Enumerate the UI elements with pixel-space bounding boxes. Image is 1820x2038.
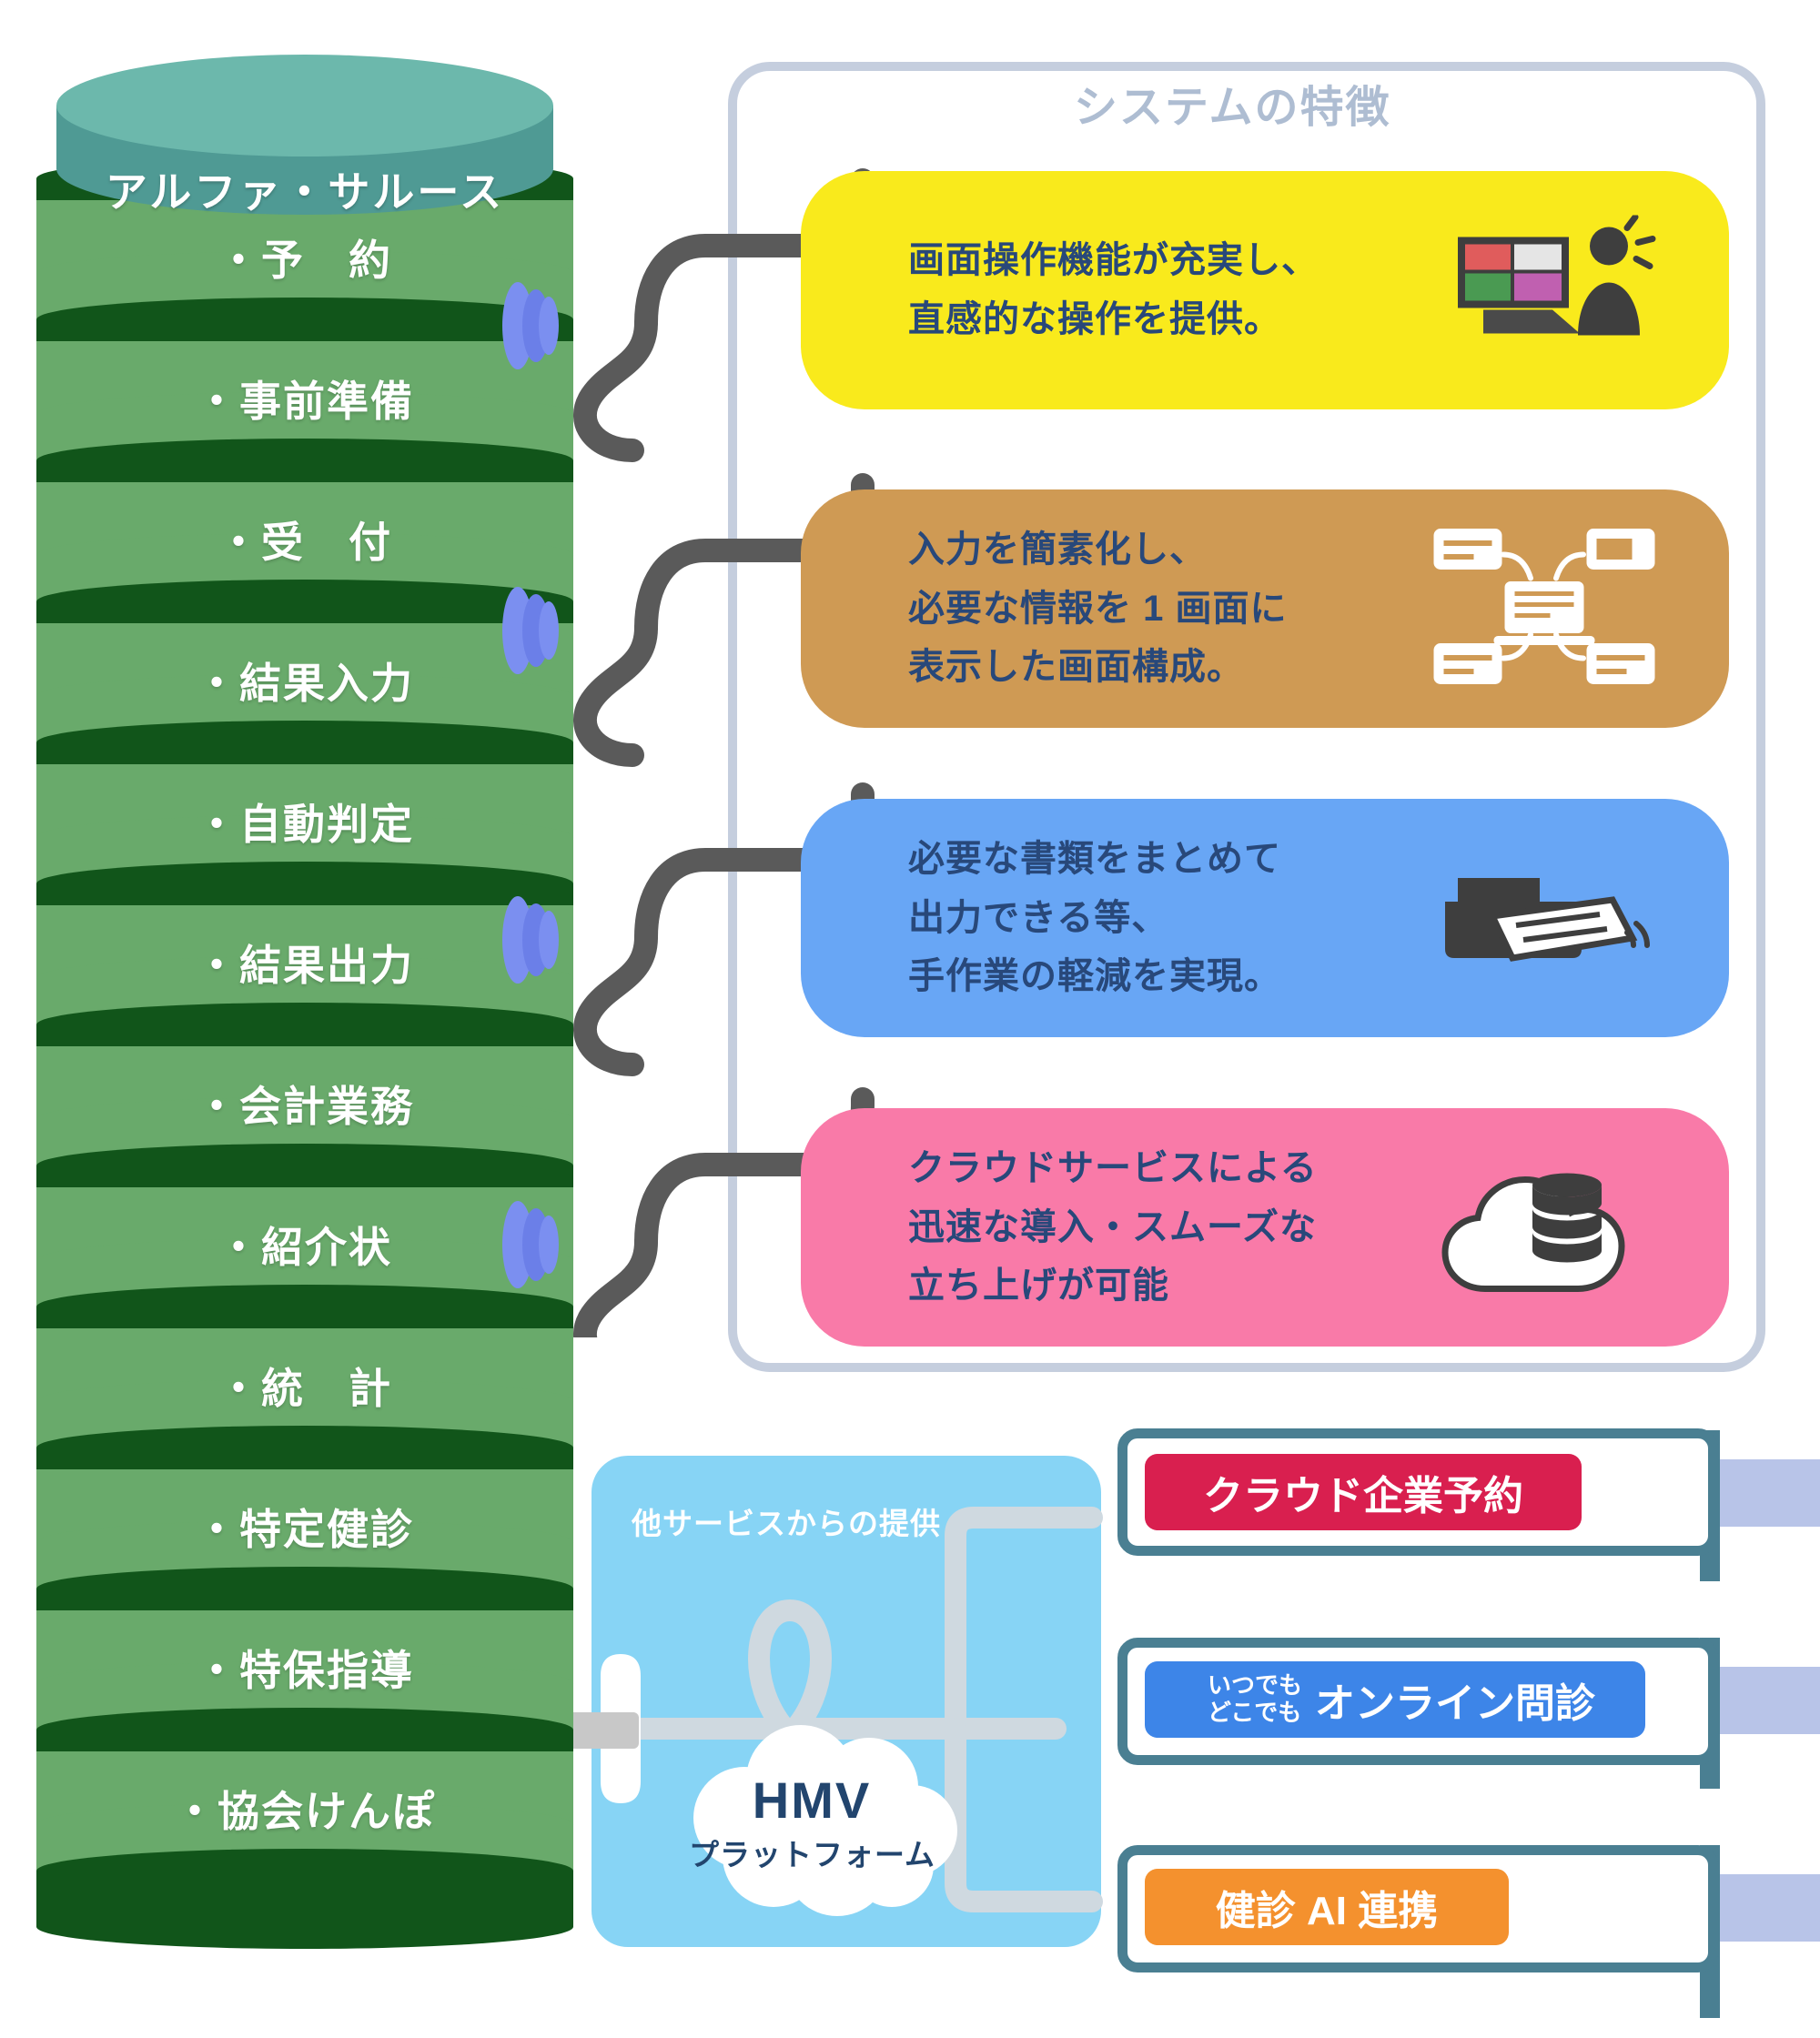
cloud-subtitle: プラットフォーム: [688, 1838, 935, 1872]
other-service-label: 他サービスからの提供: [632, 1507, 941, 1540]
cylinder-band-label: ・会計業務: [196, 1083, 414, 1130]
cylinder-bottom-cap: [36, 1849, 573, 1949]
cylinder-band-label: ・事前準備: [196, 378, 414, 425]
cylinder-band-label: ・特定健診: [196, 1506, 414, 1553]
service-badge-sub: いつでも どこでも: [1207, 1671, 1302, 1726]
service-badge-label: クラウド企業予約: [1203, 1474, 1523, 1518]
service-cylinder-stack: アルファ・サルース ・予 約・事前準備・受 付・結果入力・自動判定・結果出力・会…: [36, 55, 582, 1983]
feature-pill-text: 画面操作機能が充実し、 直感的な操作を提供。: [908, 240, 1319, 339]
cylinder-band-label: ・協会けんぽ: [174, 1788, 436, 1835]
feature-pill-screen-operation[interactable]: 画面操作機能が充実し、 直感的な操作を提供。: [801, 171, 1729, 409]
system-features-panel: [728, 62, 1765, 1372]
system-features-title: システムの特徴: [1074, 84, 1391, 132]
feature-pill-text: 必要な書類をまとめて 出力できる等、 手作業の軽減を実現。: [908, 838, 1281, 997]
cylinder-band-label: ・自動判定: [196, 801, 414, 848]
knob-disc-inner: [539, 297, 559, 355]
monitor-user-icon: [1449, 214, 1658, 366]
cylinder-band-label: ・結果出力: [196, 942, 414, 989]
cylinder-band-label: ・特保指導: [196, 1647, 414, 1694]
form-layout-icon: [1431, 526, 1658, 692]
service-badge-ai-linkage[interactable]: 健診 AI 連携: [1145, 1869, 1509, 1945]
cylinder-band-label: ・受 付: [217, 519, 392, 566]
service-badge-online-interview[interactable]: いつでも どこでも オンライン問診: [1145, 1661, 1645, 1738]
cloud-icon: [693, 1725, 957, 1916]
knob-disc-inner: [539, 601, 559, 660]
feature-pill-document-output[interactable]: 必要な書類をまとめて 出力できる等、 手作業の軽減を実現。: [801, 799, 1729, 1037]
feature-pill-text: クラウドサービスによる 迅速な導入・スムーズな 立ち上げが可能: [908, 1147, 1318, 1307]
cylinder-band-label: ・予 約: [217, 237, 392, 284]
knob-disc-inner: [539, 911, 559, 969]
feature-pill-cloud-service[interactable]: クラウドサービスによる 迅速な導入・スムーズな 立ち上げが可能: [801, 1108, 1729, 1347]
service-badge-label: オンライン問診: [1315, 1681, 1595, 1726]
cylinder-cap-top: [56, 55, 553, 156]
printer-icon: [1440, 845, 1658, 991]
feature-pill-simple-input[interactable]: 入力を簡素化し、 必要な情報を 1 画面に 表示した画面構成。: [801, 489, 1729, 728]
cylinder-band-label: ・統 計: [217, 1365, 392, 1412]
stack-title: アルファ・サルース: [105, 168, 505, 216]
service-badge-cloud-reservation[interactable]: クラウド企業予約: [1145, 1454, 1582, 1530]
feature-pill-text: 入力を簡素化し、 必要な情報を 1 画面に 表示した画面構成。: [908, 529, 1288, 688]
plug-icon: [546, 1654, 641, 1803]
knob-disc-inner: [539, 1216, 559, 1274]
cylinder-band-label: ・紹介状: [217, 1224, 392, 1271]
cylinder-band-label: ・結果入力: [196, 660, 414, 707]
cloud-title: HMV: [752, 1771, 872, 1829]
cloud-database-icon: [1440, 1153, 1658, 1303]
service-badge-label: 健診 AI 連携: [1215, 1889, 1439, 1933]
